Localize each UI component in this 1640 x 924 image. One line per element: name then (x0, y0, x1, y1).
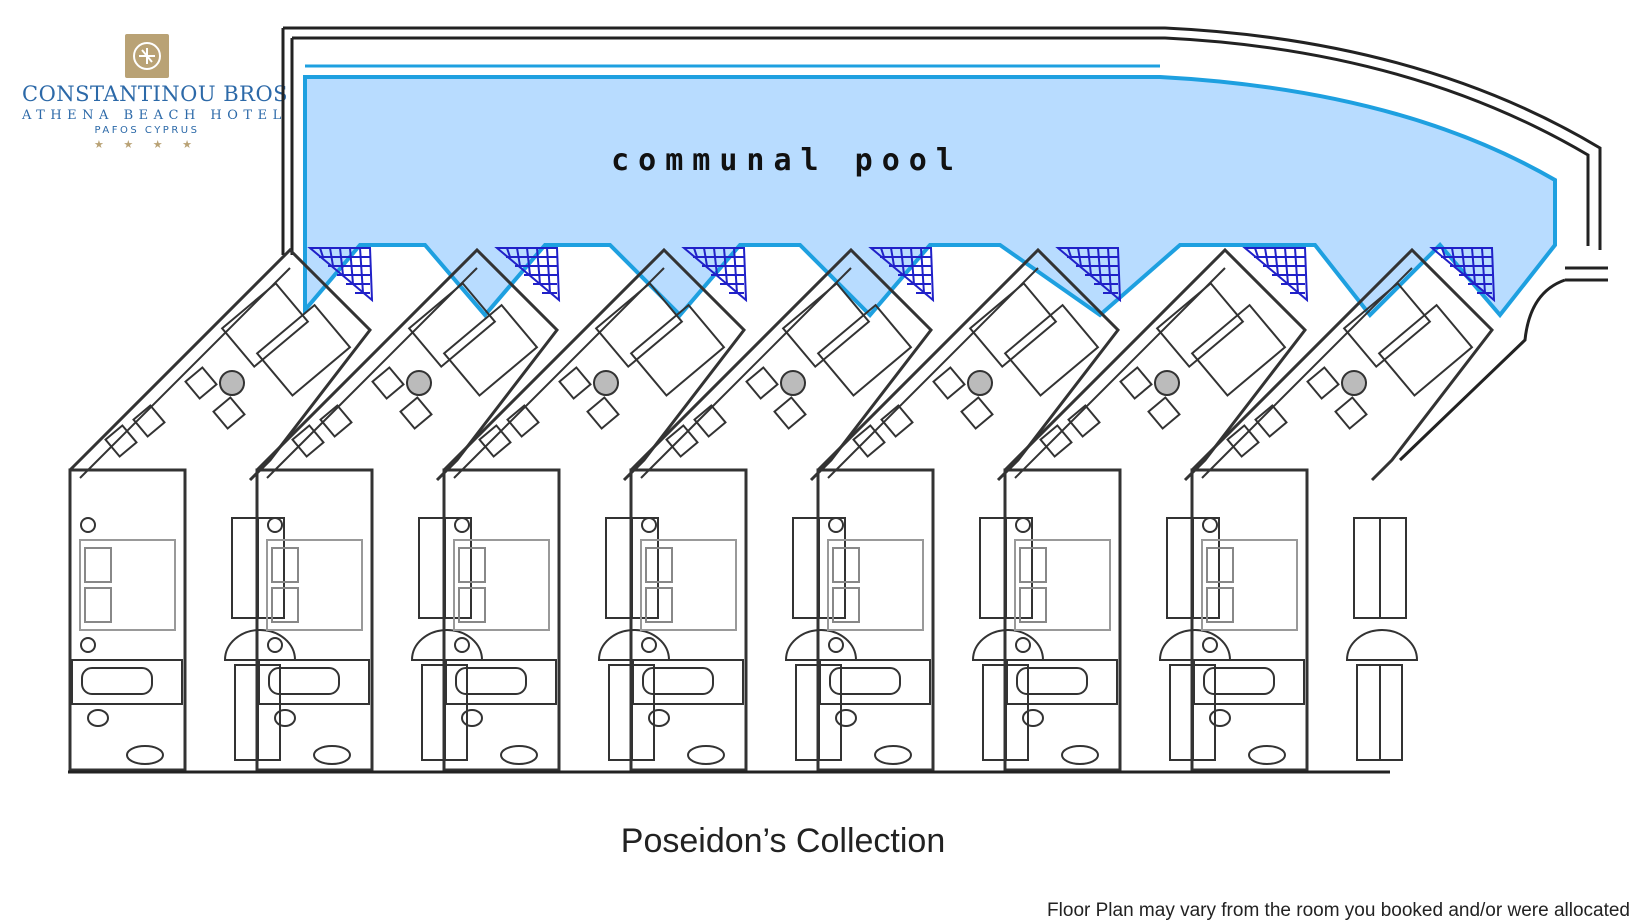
pool-stairs (1242, 247, 1309, 303)
pool-label: communal pool (611, 143, 963, 178)
pool-stairs (494, 247, 561, 303)
pool-stairs-group (307, 247, 1496, 303)
pool-enclosure-walls (281, 26, 1608, 462)
suites-group (68, 247, 1494, 772)
suite-plan (442, 247, 746, 772)
pool-stairs (681, 247, 748, 303)
suite-plan (629, 247, 933, 772)
floor-plan-disclaimer: Floor Plan may vary from the room you bo… (1047, 900, 1630, 921)
suite-plan (68, 247, 372, 772)
hotel-name: ATHENA BEACH HOTEL (22, 108, 287, 123)
hotel-logo: CONSTANTINOU BROS ATHENA BEACH HOTEL PAF… (22, 34, 289, 151)
pool-stairs (868, 247, 935, 303)
brand-name: CONSTANTINOU BROS (22, 82, 289, 106)
pool-stairs (1429, 247, 1496, 303)
star-rating: ★ ★ ★ ★ (94, 138, 200, 151)
pool-stairs (307, 247, 374, 303)
suite-plan (1190, 247, 1494, 772)
hotel-location: PAFOS CYPRUS (94, 125, 200, 136)
collection-title: Poseidon’s Collection (620, 822, 946, 860)
suite-plan (1003, 247, 1307, 772)
pool-stairs (1055, 247, 1122, 303)
suite-plan (816, 247, 1120, 772)
logo-monogram-icon (125, 34, 169, 78)
suite-plan (255, 247, 559, 772)
pool-water (303, 75, 1557, 319)
